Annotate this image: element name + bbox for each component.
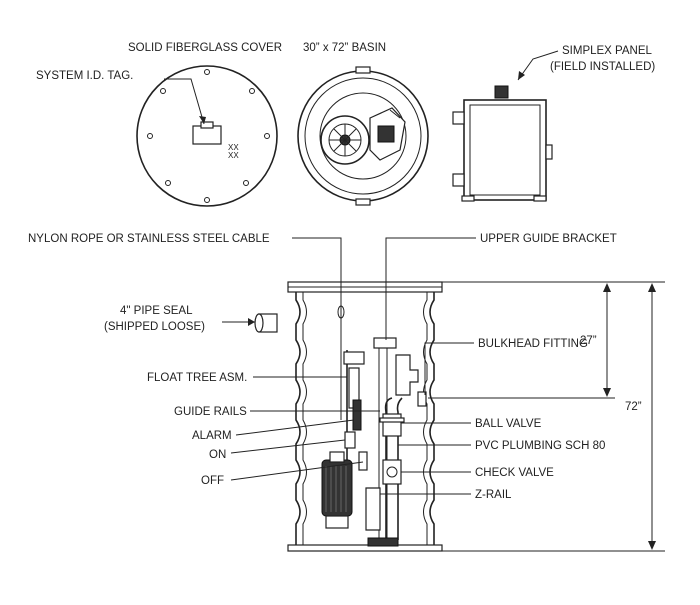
off-label: OFF bbox=[201, 475, 224, 487]
svg-text:XX: XX bbox=[228, 143, 239, 152]
basin-section-icon bbox=[287, 281, 443, 552]
basin-top-view-icon bbox=[297, 66, 429, 206]
panel-label: SIMPLEX PANEL bbox=[562, 45, 653, 57]
rope-label: NYLON ROPE OR STAINLESS STEEL CABLE bbox=[28, 233, 270, 245]
guide-rails-label: GUIDE RAILS bbox=[174, 406, 247, 418]
check-valve-label: CHECK VALVE bbox=[475, 467, 554, 479]
fiberglass-cover-icon: XX XX bbox=[136, 65, 278, 207]
z-rail-label: Z-RAIL bbox=[475, 489, 512, 501]
pipe-seal-icon bbox=[254, 313, 278, 333]
pump-icon bbox=[321, 451, 353, 529]
dimension-27: 27” bbox=[580, 335, 597, 347]
dimension-lines bbox=[428, 281, 665, 552]
cover-marking-icon: XX XX bbox=[228, 143, 239, 160]
alarm-label: ALARM bbox=[192, 430, 232, 442]
id-tag-icon bbox=[192, 125, 222, 145]
pipe-seal-label: 4" PIPE SEAL bbox=[120, 305, 193, 317]
on-label: ON bbox=[209, 449, 226, 461]
svg-text:XX: XX bbox=[228, 151, 239, 160]
cover-label: SOLID FIBERGLASS COVER bbox=[128, 42, 282, 54]
simplex-panel-icon bbox=[452, 85, 553, 202]
ball-valve-label: BALL VALVE bbox=[475, 418, 542, 430]
leader-lines bbox=[164, 50, 559, 495]
id-tag-label: SYSTEM I.D. TAG. bbox=[36, 70, 133, 82]
float-tree-label: FLOAT TREE ASM. bbox=[147, 372, 247, 384]
pvc-label: PVC PLUMBING SCH 80 bbox=[475, 440, 605, 452]
upper-bracket-label: UPPER GUIDE BRACKET bbox=[480, 233, 617, 245]
pipe-seal-sublabel: (SHIPPED LOOSE) bbox=[104, 321, 205, 333]
basin-label: 30” x 72” BASIN bbox=[303, 42, 386, 54]
panel-sublabel: (FIELD INSTALLED) bbox=[550, 61, 655, 73]
dimension-72: 72” bbox=[625, 401, 642, 413]
bulkhead-label: BULKHEAD FITTING bbox=[478, 338, 588, 350]
